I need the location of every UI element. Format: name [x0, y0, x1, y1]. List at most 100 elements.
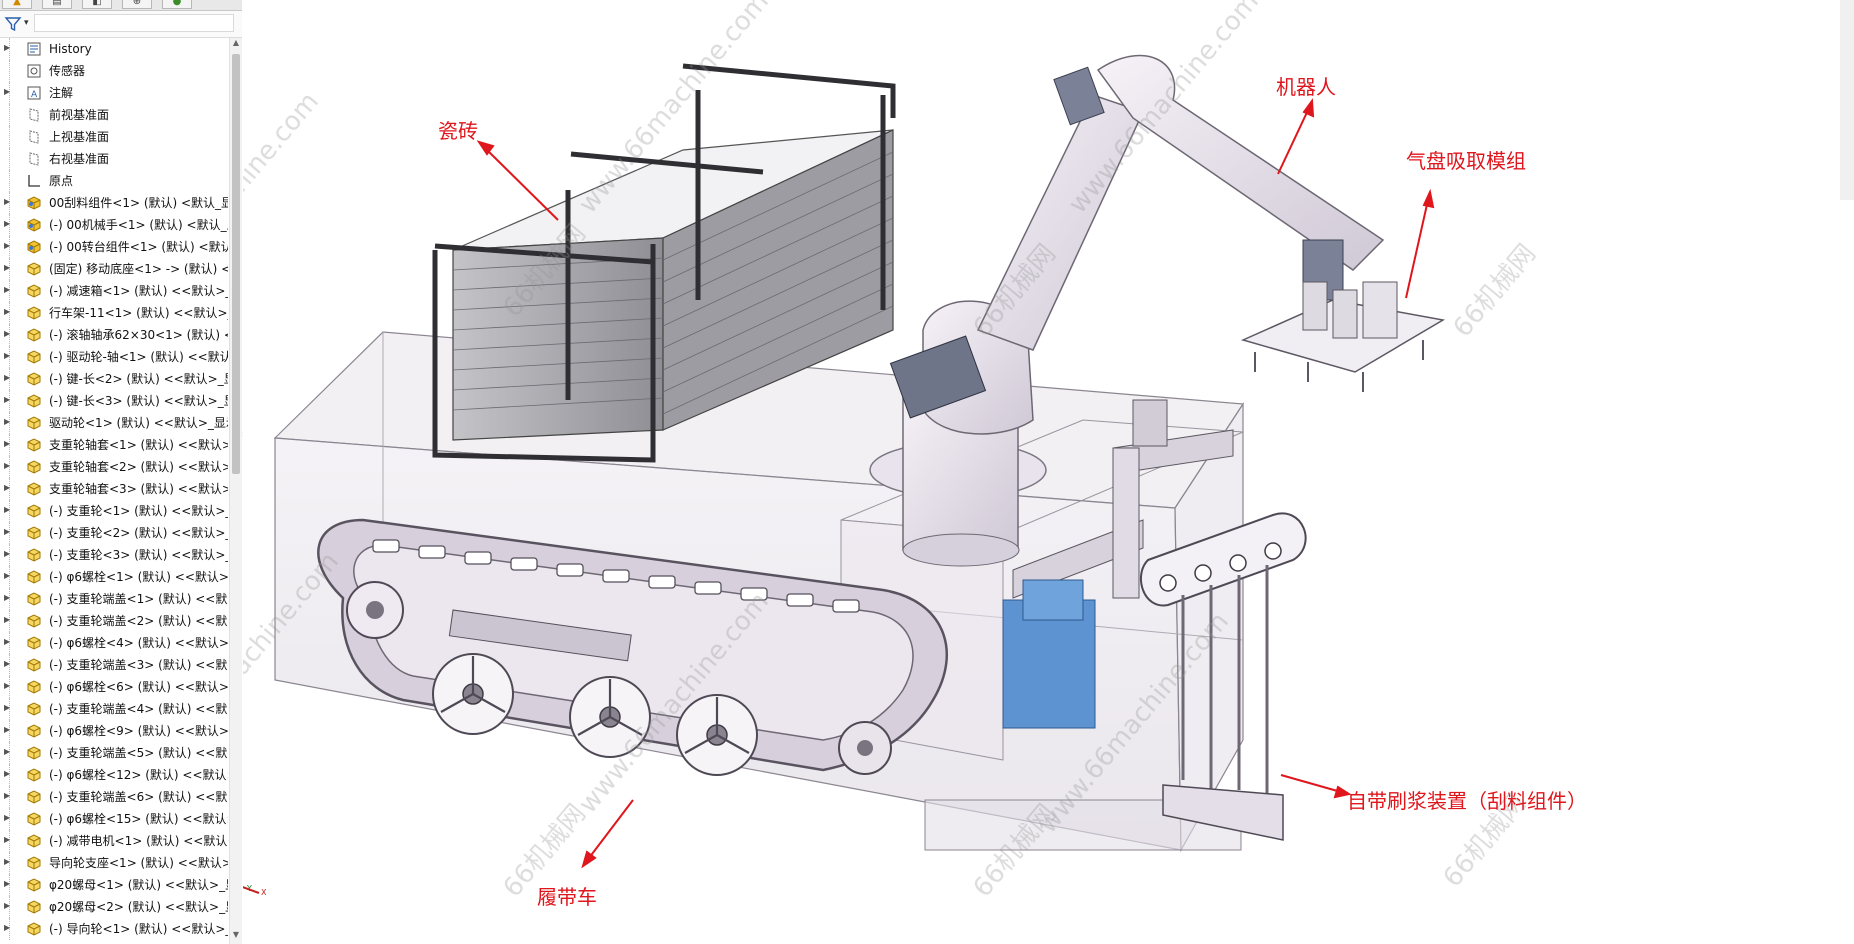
expand-arrow-icon[interactable]: ▶ — [4, 263, 11, 272]
tree-item[interactable]: 上视基准面 — [0, 126, 228, 148]
expand-arrow-icon[interactable]: ▶ — [4, 879, 11, 888]
expand-arrow-icon[interactable]: ▶ — [4, 791, 11, 800]
expand-arrow-icon[interactable]: ▶ — [4, 351, 11, 360]
tree-item[interactable]: ▶(-) 支重轮<1> (默认) <<默认>_ — [0, 500, 228, 522]
tree-item[interactable]: ▶(-) 支重轮端盖<6> (默认) <<默 — [0, 786, 228, 808]
tab-property-manager[interactable]: ▤ — [42, 0, 72, 9]
expand-arrow-icon[interactable]: ▶ — [4, 241, 11, 250]
expand-arrow-icon[interactable]: ▶ — [4, 505, 11, 514]
expand-arrow-icon[interactable]: ▶ — [4, 725, 11, 734]
view-side-scrollbar[interactable] — [1840, 0, 1854, 200]
expand-arrow-icon[interactable]: ▶ — [4, 219, 11, 228]
expand-arrow-icon[interactable]: ▶ — [4, 197, 11, 206]
tree-item[interactable]: ▶(-) 支重轮端盖<3> (默认) <<默 — [0, 654, 228, 676]
tree-item[interactable]: 原点 — [0, 170, 228, 192]
tree-item[interactable]: ▶(-) 支重轮端盖<2> (默认) <<默 — [0, 610, 228, 632]
tree-item[interactable]: ▶(-) 导向轮<1> (默认) <<默认>_ — [0, 918, 228, 940]
tree-guide-line — [9, 654, 10, 676]
tree-item[interactable]: ▶(-) φ6螺栓<15> (默认) <<默认: — [0, 808, 228, 830]
tree-item[interactable]: ▶φ20螺母<1> (默认) <<默认>_显 — [0, 874, 228, 896]
expand-arrow-icon[interactable]: ▶ — [4, 285, 11, 294]
expand-arrow-icon[interactable]: ▶ — [4, 43, 11, 52]
tree-item[interactable]: 右视基准面 — [0, 148, 228, 170]
tab-configuration[interactable]: ◧ — [82, 0, 112, 9]
tree-item[interactable]: ▶(-) 支重轮端盖<1> (默认) <<默 — [0, 588, 228, 610]
tree-item[interactable]: ▶φ20螺母<2> (默认) <<默认>_显 — [0, 896, 228, 918]
tree-item[interactable]: ▶支重轮轴套<1> (默认) <<默认>_ — [0, 434, 228, 456]
expand-arrow-icon[interactable]: ▶ — [4, 461, 11, 470]
expand-arrow-icon[interactable]: ▶ — [4, 637, 11, 646]
tree-item[interactable]: ▶(-) 键-长<3> (默认) <<默认>_显 — [0, 390, 228, 412]
tree-item[interactable]: ▶00刮料组件<1> (默认) <默认_显 — [0, 192, 228, 214]
tree-item[interactable]: ▶(-) φ6螺栓<9> (默认) <<默认>_ — [0, 720, 228, 742]
tree-item[interactable]: ▶(-) φ6螺栓<6> (默认) <<默认>_ — [0, 676, 228, 698]
configuration-icon: ◧ — [92, 0, 102, 7]
expand-arrow-icon[interactable]: ▶ — [4, 857, 11, 866]
expand-arrow-icon[interactable]: ▶ — [4, 417, 11, 426]
tree-item[interactable]: ▶(-) 滚轴轴承62×30<1> (默认) < — [0, 324, 228, 346]
expand-arrow-icon[interactable]: ▶ — [4, 813, 11, 822]
graphics-area[interactable]: www.66machine.com 66机械网 www.66machine.co… — [243, 0, 1854, 944]
tree-item[interactable]: ▶(固定) 移动底座<1> -> (默认) < — [0, 258, 228, 280]
expand-arrow-icon[interactable]: ▶ — [4, 835, 11, 844]
expand-arrow-icon[interactable]: ▶ — [4, 615, 11, 624]
expand-arrow-icon[interactable]: ▶ — [4, 659, 11, 668]
scroll-thumb[interactable] — [232, 54, 240, 474]
scroll-down-icon[interactable]: ▼ — [232, 930, 240, 939]
tab-feature-tree[interactable]: ▲ — [2, 0, 32, 9]
expand-arrow-icon[interactable]: ▶ — [4, 483, 11, 492]
tree-item[interactable]: ▶导向轮支座<1> (默认) <<默认>_ — [0, 852, 228, 874]
tree-item[interactable]: ▶ (-) φ6螺栓<1> (默认) <<默认>_ — [0, 566, 228, 588]
expand-arrow-icon[interactable]: ▶ — [4, 87, 11, 96]
tree-item[interactable]: ▶行车架-11<1> (默认) <<默认>_ — [0, 302, 228, 324]
tree-guide-line — [9, 874, 10, 896]
expand-arrow-icon[interactable]: ▶ — [4, 527, 11, 536]
expand-arrow-icon[interactable]: ▶ — [4, 329, 11, 338]
expand-arrow-icon[interactable]: ▶ — [4, 681, 11, 690]
tree-item[interactable]: ▶(-) 支重轮端盖<4> (默认) <<默 — [0, 698, 228, 720]
tree-item[interactable]: ▶(-) 支重轮<2> (默认) <<默认>_ — [0, 522, 228, 544]
tree-item[interactable]: ▶(-) 00转台组件<1> (默认) <默认 — [0, 236, 228, 258]
expand-arrow-icon[interactable]: ▶ — [4, 593, 11, 602]
tab-dimxpert[interactable]: ⊕ — [122, 0, 152, 9]
expand-arrow-icon[interactable]: ▶ — [4, 923, 11, 932]
tree-item[interactable]: ▶(-) 支重轮端盖<5> (默认) <<默 — [0, 742, 228, 764]
tree-item[interactable]: ▶(-) 支重轮<3> (默认) <<默认>_ — [0, 544, 228, 566]
tree-item[interactable]: 传感器 — [0, 60, 228, 82]
expand-arrow-icon[interactable]: ▶ — [4, 395, 11, 404]
chevron-down-icon[interactable]: ▾ — [24, 18, 29, 28]
tree-item[interactable]: ▶(-) 键-长<2> (默认) <<默认>_显 — [0, 368, 228, 390]
part-icon — [26, 283, 42, 299]
expand-arrow-icon[interactable]: ▶ — [4, 549, 11, 558]
expand-arrow-icon[interactable]: ▶ — [4, 747, 11, 756]
tree-item[interactable]: ▶(-) 00机械手<1> (默认) <默认_显 — [0, 214, 228, 236]
tree-item[interactable]: ▶驱动轮<1> (默认) <<默认>_显示 — [0, 412, 228, 434]
tree-scrollbar[interactable]: ▲ ▼ — [229, 38, 242, 944]
tree-guide-line — [9, 258, 10, 280]
expand-arrow-icon[interactable]: ▶ — [4, 571, 11, 580]
filter-icon[interactable] — [4, 15, 22, 33]
tree-item[interactable]: ▶History — [0, 38, 228, 60]
tree-item[interactable]: ▶支重轮轴套<3> (默认) <<默认>_ — [0, 478, 228, 500]
expand-arrow-icon[interactable]: ▶ — [4, 703, 11, 712]
tree-item-label: (-) φ6螺栓<1> (默认) <<默认>_ — [49, 570, 228, 584]
expand-arrow-icon[interactable]: ▶ — [4, 439, 11, 448]
tree-item[interactable]: ▶(-) φ6螺栓<4> (默认) <<默认>_ — [0, 632, 228, 654]
tree-guide-line — [9, 456, 10, 478]
scroll-up-icon[interactable]: ▲ — [232, 38, 240, 47]
tree-item[interactable]: ▶(-) φ6螺栓<12> (默认) <<默认: — [0, 764, 228, 786]
tab-display[interactable]: ● — [162, 0, 192, 9]
tree-filter-input[interactable] — [34, 14, 234, 32]
tree-item[interactable]: ▶(-) 减带电机<1> (默认) <<默认 — [0, 830, 228, 852]
expand-arrow-icon[interactable]: ▶ — [4, 901, 11, 910]
expand-arrow-icon[interactable]: ▶ — [4, 769, 11, 778]
tree-item[interactable]: 前视基准面 — [0, 104, 228, 126]
property-icon: ▤ — [52, 0, 62, 7]
tree-item[interactable]: ▶(-) 驱动轮-轴<1> (默认) <<默认 — [0, 346, 228, 368]
part-icon — [26, 503, 42, 519]
expand-arrow-icon[interactable]: ▶ — [4, 373, 11, 382]
tree-item[interactable]: ▶(-) 减速箱<1> (默认) <<默认>_ — [0, 280, 228, 302]
tree-item[interactable]: ▶支重轮轴套<2> (默认) <<默认>_ — [0, 456, 228, 478]
expand-arrow-icon[interactable]: ▶ — [4, 307, 11, 316]
